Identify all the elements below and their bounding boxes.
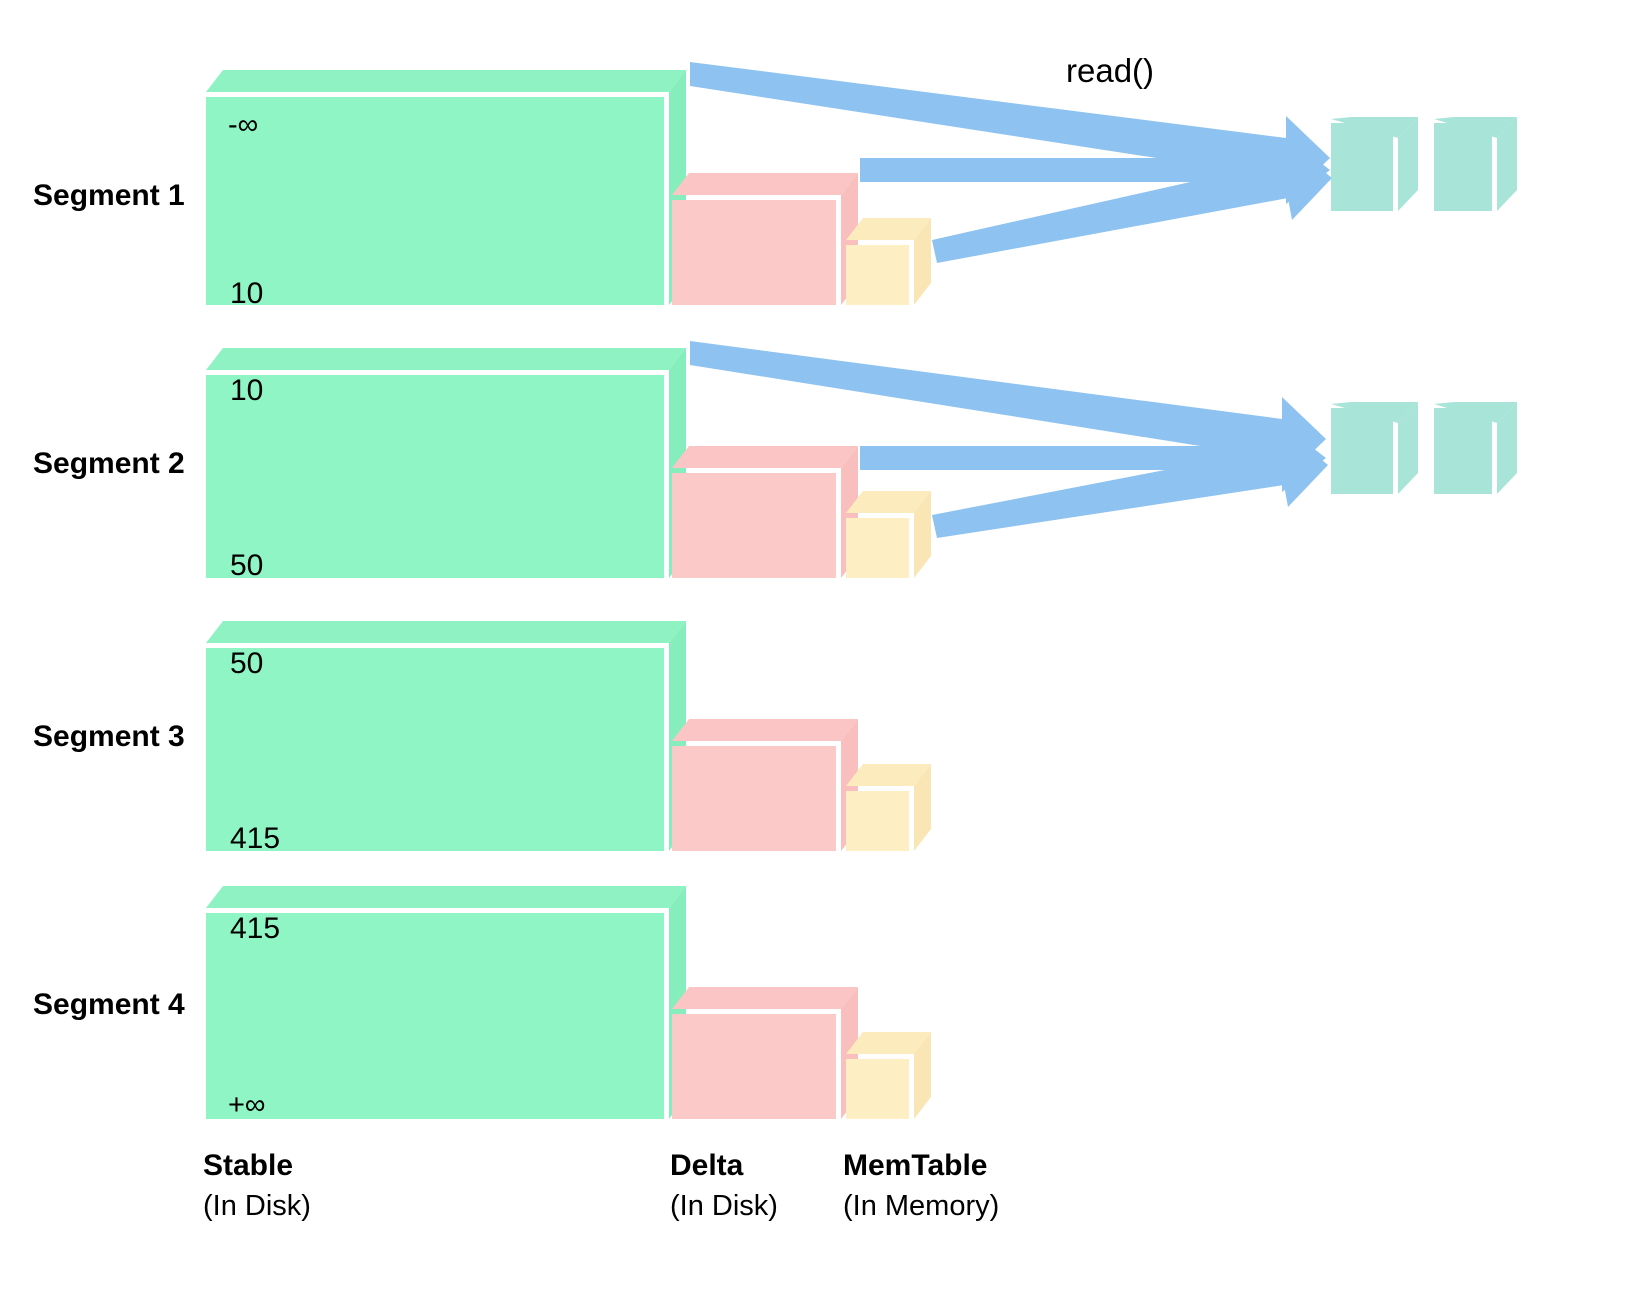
segment-2-range-end: 50 bbox=[230, 549, 263, 582]
segment-4-group: 415 +∞ Segment 4 bbox=[33, 886, 931, 1121]
segment-3-memtable-cube[interactable] bbox=[846, 764, 931, 851]
segment-1-memtable-cube[interactable] bbox=[846, 218, 931, 305]
segment-2-delta-box[interactable] bbox=[672, 446, 858, 578]
segment-2-result-cubes bbox=[1331, 402, 1517, 494]
segment-3-range-end: 415 bbox=[230, 822, 280, 855]
segment-1-range-start: -∞ bbox=[228, 109, 258, 141]
column-labels: Stable (In Disk) Delta (In Disk) MemTabl… bbox=[203, 1149, 999, 1222]
segment-1-delta-box[interactable] bbox=[672, 173, 858, 305]
column-label-delta: Delta bbox=[670, 1149, 744, 1182]
column-label-memtable: MemTable bbox=[843, 1149, 987, 1182]
segment-2-label: Segment 2 bbox=[33, 447, 185, 480]
segment-4-memtable-cube[interactable] bbox=[846, 1032, 931, 1119]
segment-2-group: 10 50 Segment 2 bbox=[33, 341, 1517, 582]
segment-3-range-start: 50 bbox=[230, 647, 263, 680]
segment-3-delta-box[interactable] bbox=[672, 719, 858, 851]
segment-4-delta-box[interactable] bbox=[672, 987, 858, 1119]
segment-3-stable-box[interactable] bbox=[206, 621, 686, 851]
segment-3-label: Segment 3 bbox=[33, 720, 185, 753]
column-sublabel-delta: (In Disk) bbox=[670, 1190, 778, 1222]
segment-4-range-start: 415 bbox=[230, 912, 280, 945]
segment-1-range-end: 10 bbox=[230, 277, 263, 310]
segment-1-stable-box[interactable] bbox=[206, 70, 686, 305]
segment-2-range-start: 10 bbox=[230, 374, 263, 407]
segment-1-arrow-from-delta bbox=[860, 136, 1330, 204]
segment-1-result-cubes bbox=[1331, 117, 1517, 211]
segment-4-label: Segment 4 bbox=[33, 988, 185, 1021]
segment-1-group: -∞ 10 Segment 1 bbox=[33, 62, 1517, 310]
segment-2-read-arrows bbox=[690, 341, 1328, 538]
column-label-stable: Stable bbox=[203, 1149, 293, 1182]
segment-1-arrow-from-stable bbox=[690, 62, 1330, 200]
segment-2-stable-box[interactable] bbox=[206, 348, 686, 578]
segment-1-arrow-from-memtable bbox=[932, 140, 1332, 263]
segment-2-arrow-from-stable bbox=[690, 341, 1326, 481]
segment-2-arrow-from-memtable bbox=[932, 427, 1328, 538]
segment-1-label: Segment 1 bbox=[33, 179, 185, 212]
result-cube[interactable] bbox=[1434, 117, 1517, 211]
segment-4-stable-box[interactable] bbox=[206, 886, 686, 1119]
segment-4-range-end: +∞ bbox=[228, 1089, 266, 1121]
column-sublabel-memtable: (In Memory) bbox=[843, 1190, 999, 1222]
segment-3-group: 50 415 Segment 3 bbox=[33, 621, 931, 855]
result-cube[interactable] bbox=[1331, 117, 1418, 211]
segment-1-read-arrows bbox=[690, 62, 1332, 263]
read-operation-label: read() bbox=[1066, 52, 1154, 89]
segment-2-memtable-cube[interactable] bbox=[846, 491, 931, 578]
column-sublabel-stable: (In Disk) bbox=[203, 1190, 311, 1222]
result-cube[interactable] bbox=[1434, 402, 1517, 494]
result-cube[interactable] bbox=[1331, 402, 1418, 494]
segment-2-arrow-from-delta bbox=[860, 424, 1326, 492]
